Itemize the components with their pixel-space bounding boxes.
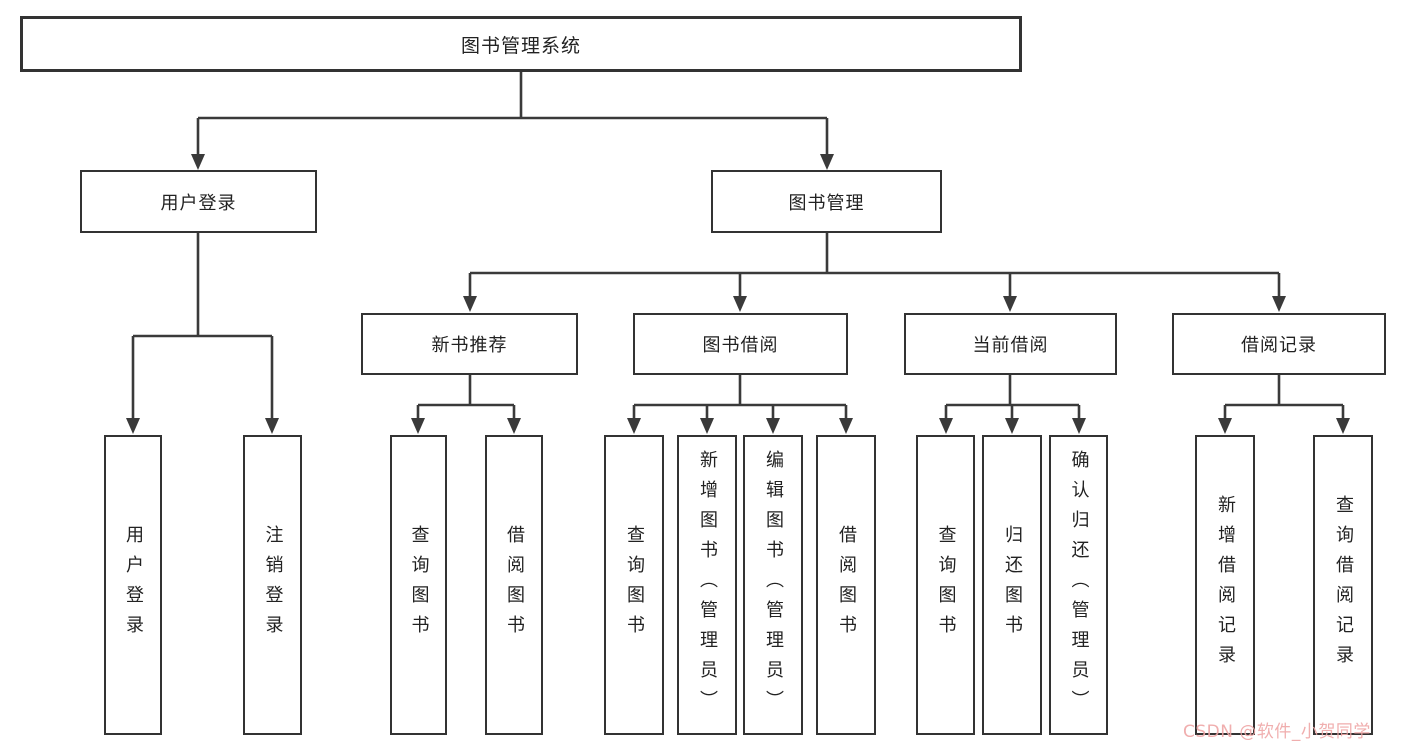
leaf-current-query-books: 查询图书: [916, 435, 975, 735]
leaf-add-book-admin: 新增图书（管理员）: [677, 435, 737, 735]
leaf-user-login: 用户登录: [104, 435, 162, 735]
leaf-logout: 注销登录: [243, 435, 302, 735]
leaf-current-query-books-label: 查询图书: [935, 525, 957, 645]
leaf-add-borrow-record-label: 新增借阅记录: [1215, 495, 1236, 675]
leaf-return-books: 归还图书: [982, 435, 1042, 735]
leaf-borrowing-borrow-books-label: 借阅图书: [836, 525, 857, 645]
leaf-query-borrow-record: 查询借阅记录: [1313, 435, 1373, 735]
node-book-borrowing: 图书借阅: [633, 313, 848, 375]
node-user-login: 用户登录: [80, 170, 317, 233]
leaf-confirm-return-admin-label: 确认归还（管理员）: [1068, 450, 1090, 720]
leaf-edit-book-admin-label: 编辑图书（管理员）: [763, 450, 784, 720]
leaf-add-borrow-record: 新增借阅记录: [1195, 435, 1255, 735]
leaf-add-book-admin-label: 新增图书（管理员）: [697, 450, 718, 720]
node-current-borrowing: 当前借阅: [904, 313, 1117, 375]
node-root-library-management-system: 图书管理系统: [20, 16, 1022, 72]
leaf-edit-book-admin: 编辑图书（管理员）: [743, 435, 803, 735]
node-new-book-recommendation: 新书推荐: [361, 313, 578, 375]
leaf-borrowing-borrow-books: 借阅图书: [816, 435, 876, 735]
node-book-management: 图书管理: [711, 170, 942, 233]
leaf-recommend-borrow-books: 借阅图书: [485, 435, 543, 735]
csdn-watermark: CSDN @软件_小贺同学: [1183, 722, 1371, 742]
leaf-return-books-label: 归还图书: [1002, 525, 1023, 645]
leaf-confirm-return-admin: 确认归还（管理员）: [1049, 435, 1108, 735]
leaf-recommend-borrow-books-label: 借阅图书: [504, 525, 525, 645]
leaf-borrowing-query-books: 查询图书: [604, 435, 664, 735]
leaf-user-login-label: 用户登录: [123, 525, 144, 645]
leaf-query-borrow-record-label: 查询借阅记录: [1333, 495, 1354, 675]
leaf-borrowing-query-books-label: 查询图书: [624, 525, 645, 645]
node-borrowing-records: 借阅记录: [1172, 313, 1386, 375]
leaf-recommend-query-books: 查询图书: [390, 435, 447, 735]
leaf-logout-label: 注销登录: [262, 525, 284, 645]
leaf-recommend-query-books-label: 查询图书: [408, 525, 430, 645]
